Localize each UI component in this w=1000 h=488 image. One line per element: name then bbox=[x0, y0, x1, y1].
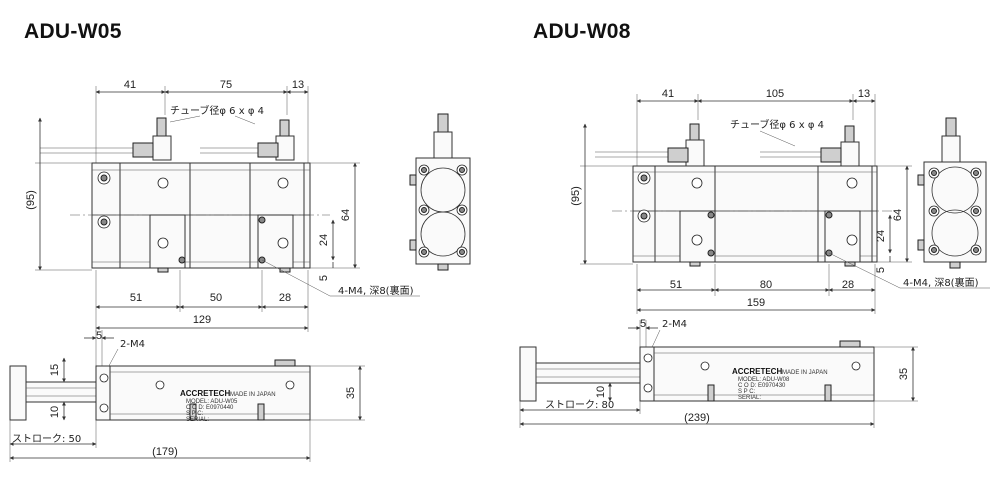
r-side-dim-10: 10 bbox=[595, 386, 607, 398]
r-plate-brand: ACCRETECH bbox=[732, 367, 782, 376]
r-plate-model: MODEL: ADU-W08 bbox=[738, 377, 790, 383]
r-side-dim-35: 35 bbox=[898, 368, 910, 380]
adu-w05-top-view: 41 75 13 チューブ径φ 6 x φ 4 bbox=[25, 79, 420, 332]
thread-note: 4-M4, 深8(裏面) bbox=[338, 284, 414, 297]
r-dim-64: 64 bbox=[892, 209, 904, 221]
adu-w05-end-view bbox=[409, 113, 471, 271]
r-plate-code: C O D: E0970430 bbox=[738, 383, 786, 389]
dim-bottom-3: 28 bbox=[279, 292, 291, 304]
side-dim-5: 5 bbox=[96, 330, 102, 342]
side-total-length: (179) bbox=[152, 446, 178, 458]
r-stroke-label: ストローク: 80 bbox=[545, 399, 614, 411]
r-dim-bottom-2: 80 bbox=[760, 279, 772, 291]
adu-w08-top-view: 41 105 13 チューブ径φ 6 x φ 4 bbox=[570, 88, 990, 314]
r-dim-bottom-3: 28 bbox=[842, 279, 854, 291]
plate-model: MODEL: ADU-W05 bbox=[186, 399, 238, 405]
r-dim-24: 24 bbox=[875, 230, 887, 242]
r-plate-serial: SERIAL: bbox=[738, 395, 761, 401]
dim-24: 24 bbox=[318, 234, 330, 246]
side-dim-35: 35 bbox=[345, 387, 357, 399]
r-dim-height-95: (95) bbox=[570, 186, 582, 206]
dim-bottom-1: 51 bbox=[130, 292, 142, 304]
adu-w08-end-view bbox=[917, 117, 987, 269]
r-plate-made-in: MADE IN JAPAN bbox=[782, 370, 828, 376]
side-dim-10: 10 bbox=[49, 406, 61, 418]
plate-brand: ACCRETECH bbox=[180, 389, 230, 398]
r-tube-note: チューブ径φ 6 x φ 4 bbox=[730, 118, 824, 131]
r-side-thread-note: 2-M4 bbox=[662, 319, 687, 330]
title-adu-w08: ADU-W08 bbox=[533, 20, 631, 43]
plate-spec: S P C: bbox=[186, 411, 204, 417]
dim-5: 5 bbox=[318, 275, 330, 281]
r-side-total-length: (239) bbox=[684, 412, 710, 424]
adu-w08-side-view: 5 2-M4 ACCRETECH MADE IN JAPAN MODEL: AD… bbox=[519, 318, 918, 428]
title-adu-w05: ADU-W05 bbox=[24, 20, 122, 43]
r-plate-spec: S P C: bbox=[738, 389, 756, 395]
dim-64: 64 bbox=[340, 209, 352, 221]
r-dim-5: 5 bbox=[875, 267, 887, 273]
r-dim-top-1: 41 bbox=[662, 88, 674, 100]
dim-height-95: (95) bbox=[25, 190, 37, 210]
dim-top-2: 75 bbox=[220, 79, 232, 91]
r-thread-note: 4-M4, 深8(裏面) bbox=[903, 276, 979, 289]
side-dim-15: 15 bbox=[49, 364, 61, 376]
r-side-dim-5: 5 bbox=[640, 318, 646, 330]
stroke-label: ストローク: 50 bbox=[12, 433, 81, 445]
dim-top-3: 13 bbox=[292, 79, 304, 91]
plate-code: C O D: E0970440 bbox=[186, 405, 234, 411]
dim-bottom-2: 50 bbox=[210, 292, 222, 304]
adu-w05-side-view: 5 2-M4 ACCRETECH MADE IN JAPAN MODEL: AD… bbox=[9, 330, 365, 462]
dim-total-width: 129 bbox=[193, 314, 211, 326]
r-dim-total-width: 159 bbox=[747, 297, 765, 309]
tube-note: チューブ径φ 6 x φ 4 bbox=[170, 104, 264, 117]
plate-serial: SERIAL: bbox=[186, 417, 209, 423]
r-dim-top-3: 13 bbox=[858, 88, 870, 100]
plate-made-in: MADE IN JAPAN bbox=[230, 392, 276, 398]
r-dim-bottom-1: 51 bbox=[670, 279, 682, 291]
dim-top-1: 41 bbox=[124, 79, 136, 91]
side-thread-note: 2-M4 bbox=[120, 339, 145, 350]
r-dim-top-2: 105 bbox=[766, 88, 784, 100]
